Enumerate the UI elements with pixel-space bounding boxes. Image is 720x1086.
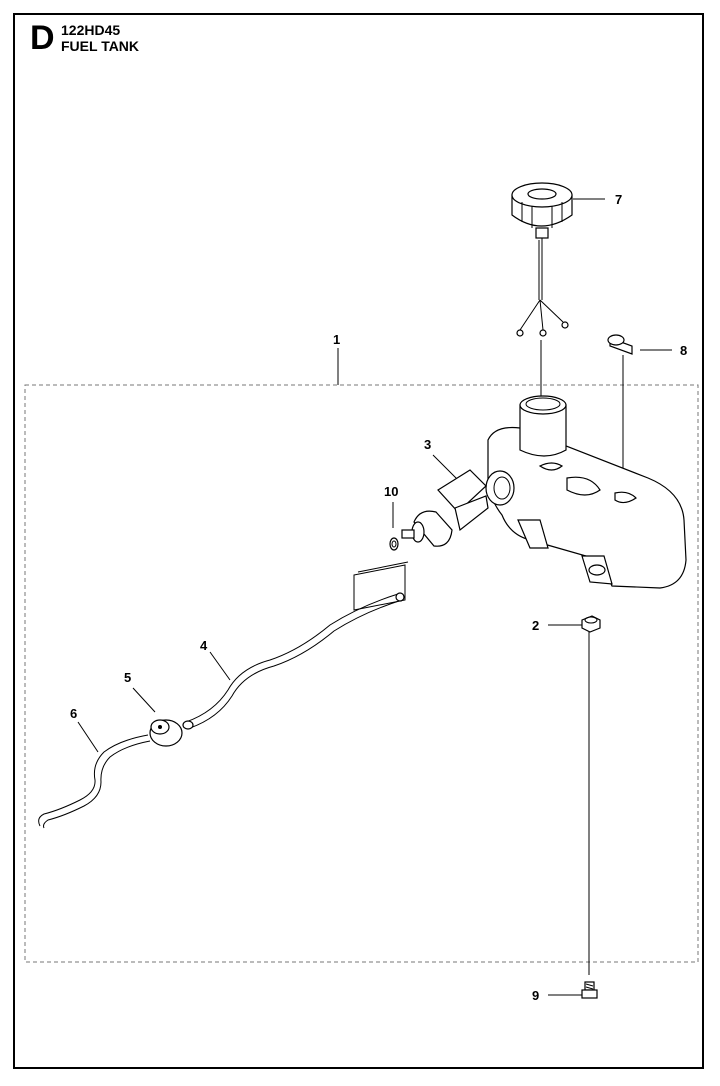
page-frame <box>13 13 704 1069</box>
fuel-hose-part <box>182 592 405 730</box>
callout-4: 4 <box>200 638 208 653</box>
assembly-boundary <box>24 384 699 963</box>
callout-1: 1 <box>333 332 340 347</box>
leader-4 <box>209 651 231 681</box>
leader-6 <box>77 721 99 753</box>
kit-box <box>353 561 409 611</box>
callout-9: 9 <box>532 988 539 1003</box>
leader-5 <box>132 687 156 713</box>
vent-plug-part <box>607 334 633 355</box>
model-number: 122HD45 <box>61 22 121 38</box>
fuel-tank-part <box>485 395 687 589</box>
section-letter: D <box>30 19 55 57</box>
fuel-valve-part <box>401 469 489 547</box>
callout-8: 8 <box>680 343 687 358</box>
nut-part <box>581 615 601 633</box>
callout-5: 5 <box>124 670 131 685</box>
return-hose-part <box>38 734 151 829</box>
callout-6: 6 <box>70 706 77 721</box>
callout-3: 3 <box>424 437 431 452</box>
grommet-part <box>149 719 183 747</box>
callout-2: 2 <box>532 618 539 633</box>
callout-7: 7 <box>615 192 622 207</box>
bolt-part <box>581 981 598 999</box>
diagram-title: FUEL TANK <box>61 38 140 54</box>
callout-10: 10 <box>384 484 398 499</box>
o-ring-part <box>389 537 399 551</box>
fuel-cap-part <box>511 182 573 337</box>
leader-3 <box>432 454 459 481</box>
